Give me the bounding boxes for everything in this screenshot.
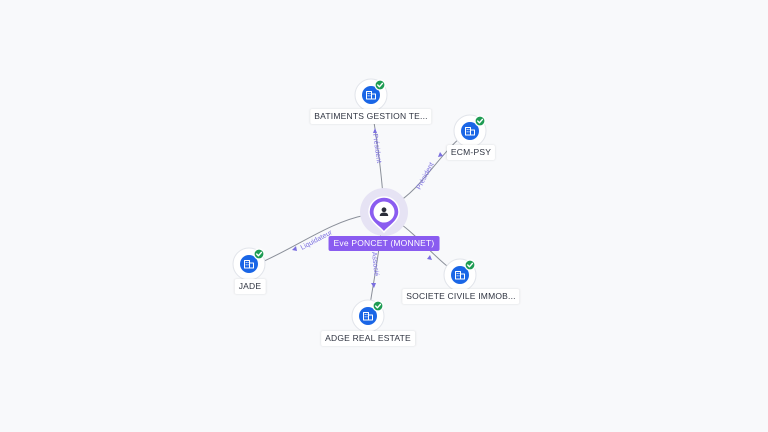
building-icon (363, 312, 373, 321)
edge-label-ecm: Président (416, 161, 436, 190)
entity-label-societe[interactable]: SOCIETE CIVILE IMMOB... (402, 289, 520, 304)
building-icon (366, 91, 376, 100)
arrow-adge (371, 283, 376, 288)
check-badge-icon (372, 300, 384, 312)
edge-label-batiments: Président (371, 133, 382, 163)
node-societe[interactable] (443, 258, 477, 292)
building-icon (465, 127, 475, 136)
check-badge-icon (374, 79, 386, 91)
check-badge-icon (464, 259, 476, 271)
edge-arrows (292, 128, 443, 288)
node-batiments[interactable] (354, 78, 388, 112)
edge-jade[interactable] (261, 214, 367, 263)
arrow-batiments (373, 128, 377, 133)
building-icon (244, 260, 254, 269)
entity-label-ecm[interactable]: ECM-PSY (446, 145, 496, 160)
person-icon (379, 207, 389, 216)
building-icon (455, 271, 465, 280)
entity-label-batiments[interactable]: BATIMENTS GESTION TE... (310, 109, 432, 124)
person-label[interactable]: Eve PONCET (MONNET) (328, 236, 440, 251)
entity-label-jade[interactable]: JADE (234, 279, 266, 294)
entity-label-adge[interactable]: ADGE REAL ESTATE (321, 331, 415, 346)
node-jade[interactable] (232, 247, 266, 281)
arrow-societe (427, 255, 432, 260)
edge-label-adge: Associé (370, 251, 380, 276)
node-adge[interactable] (351, 299, 385, 333)
node-ecm[interactable] (453, 114, 487, 148)
arrow-jade (292, 246, 297, 251)
check-badge-icon (474, 115, 486, 127)
check-badge-icon (253, 248, 265, 260)
arrow-ecm (438, 152, 443, 157)
node-person[interactable] (360, 188, 408, 236)
